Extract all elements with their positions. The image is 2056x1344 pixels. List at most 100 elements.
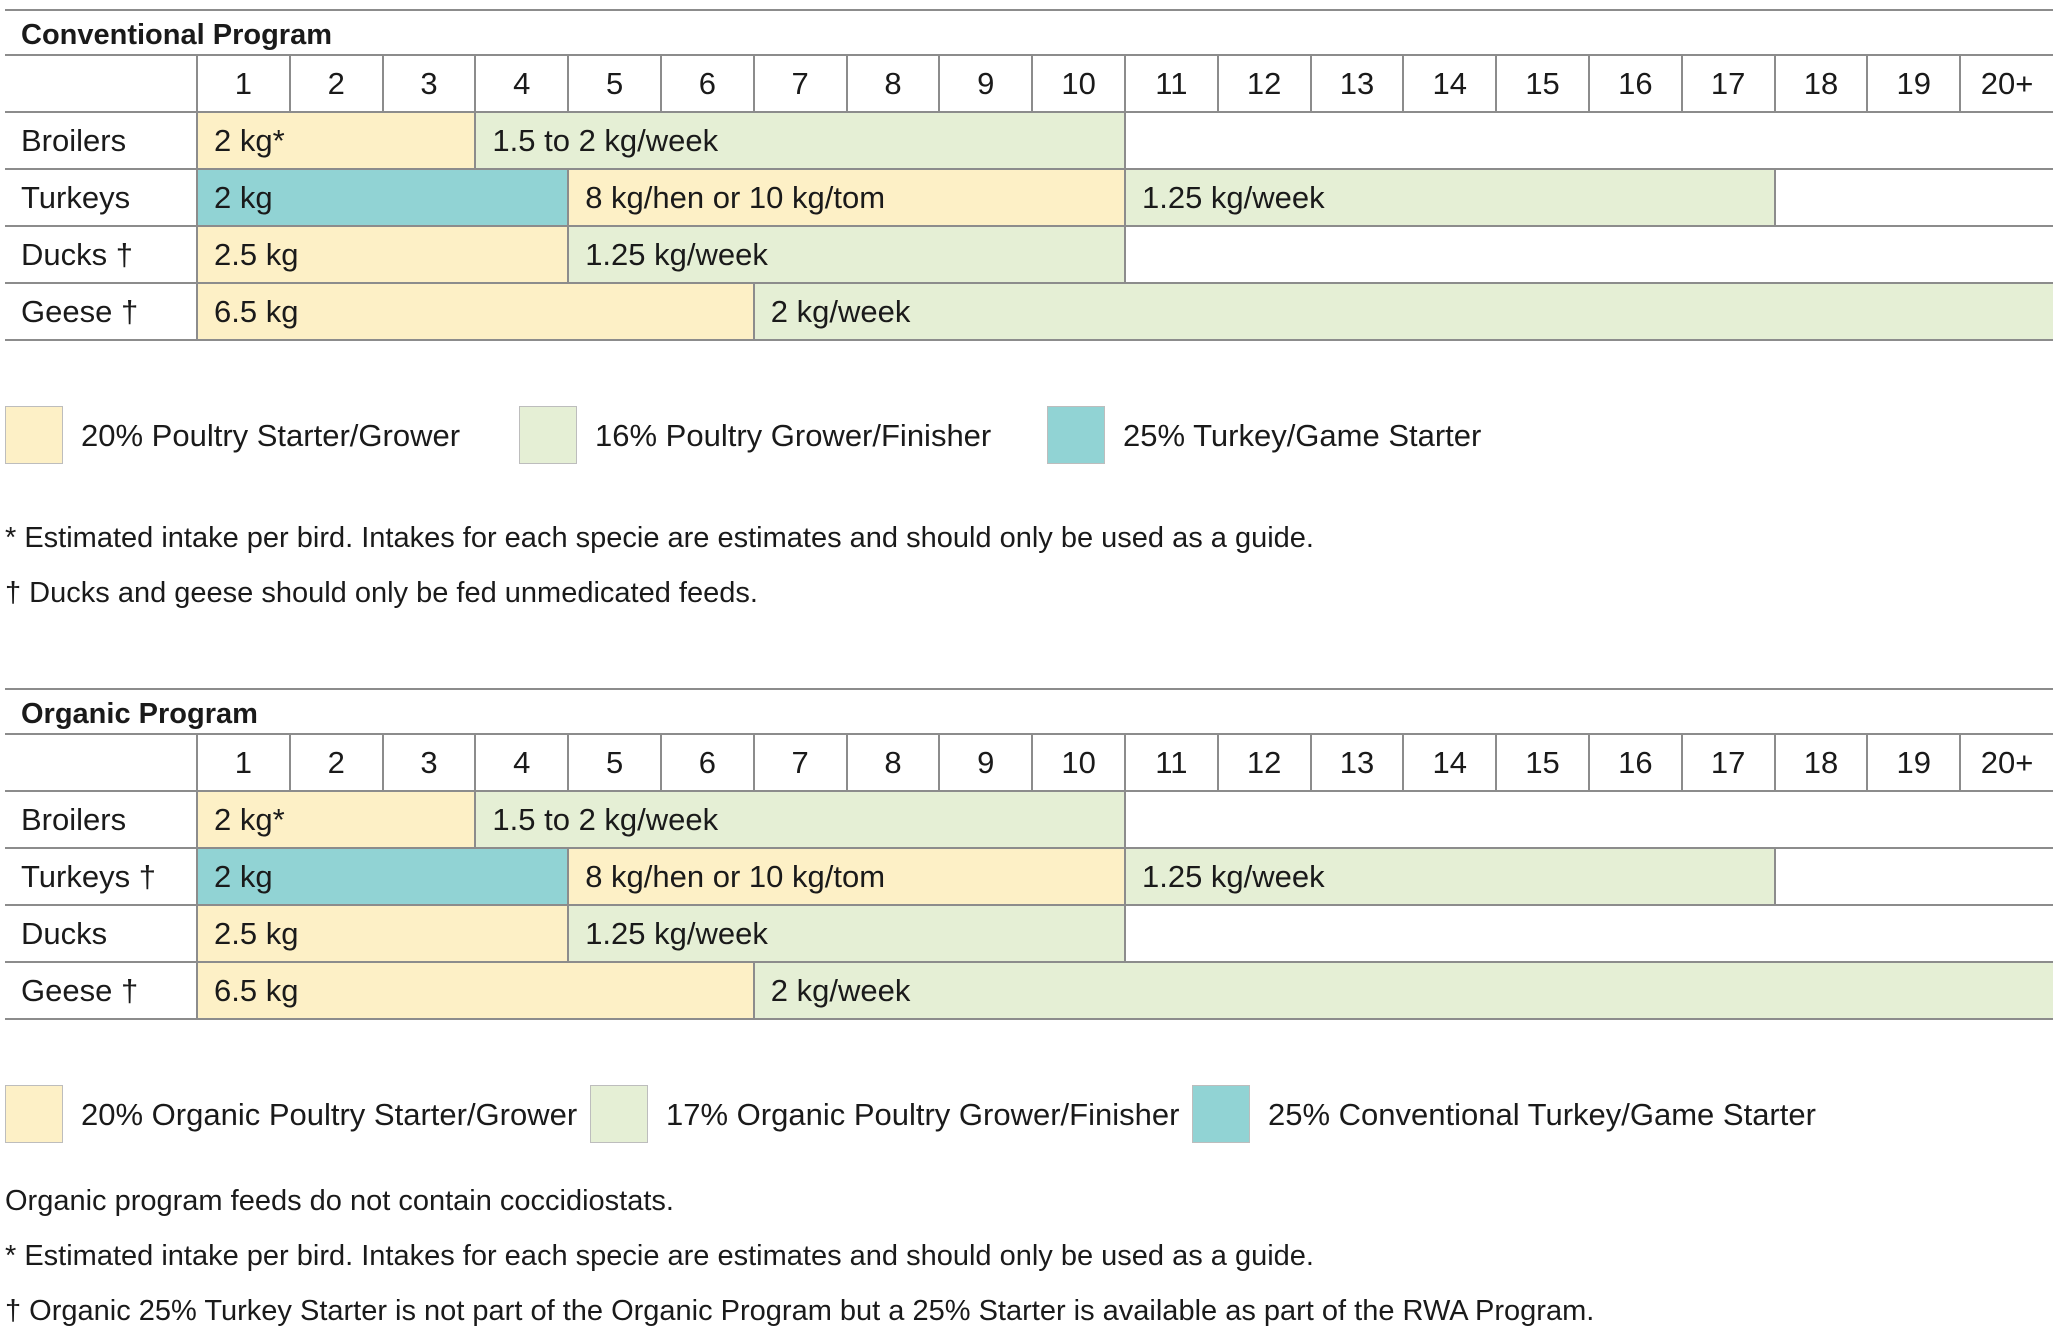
week-header: 3 <box>381 54 476 113</box>
starter-grower-bar: 8 kg/hen or 10 kg/tom <box>568 847 1126 906</box>
week-header: 1 <box>196 733 290 792</box>
week-header: 9 <box>938 54 1033 113</box>
row-label: Ducks † <box>5 225 198 284</box>
grower-finisher-bar: 1.5 to 2 kg/week <box>475 790 1126 849</box>
starter-grower-bar: 6.5 kg <box>197 961 755 1020</box>
starter-grower-bar: 2 kg* <box>197 790 477 849</box>
legend-swatch-green <box>590 1085 648 1143</box>
legend-label: 16% Poultry Grower/Finisher <box>595 418 992 453</box>
organic-schedule-table: 1 2 3 4 5 6 7 8 9 10 11 12 13 14 15 16 1… <box>5 733 2053 1020</box>
week-header: 12 <box>1216 54 1311 113</box>
row-label: Turkeys † <box>5 847 198 906</box>
empty-cell <box>1124 111 2053 170</box>
week-header: 11 <box>1123 733 1218 792</box>
week-header: 14 <box>1402 54 1497 113</box>
grower-finisher-bar: 1.25 kg/week <box>568 904 1126 963</box>
week-header: 2 <box>288 733 383 792</box>
grower-finisher-bar: 1.25 kg/week <box>1124 168 1776 227</box>
legend-label: 25% Conventional Turkey/Game Starter <box>1268 1097 1816 1132</box>
week-header: 14 <box>1402 733 1497 792</box>
row-label: Ducks <box>5 904 198 963</box>
week-header: 13 <box>1309 54 1404 113</box>
empty-cell <box>1124 225 2053 284</box>
week-header: 10 <box>1031 54 1125 113</box>
week-header: 19 <box>1866 54 1961 113</box>
empty-cell <box>1124 790 2053 849</box>
legend-swatch-yellow <box>5 1085 63 1143</box>
legend-swatch-yellow <box>5 406 63 464</box>
section-title: Organic Program <box>5 688 2053 733</box>
empty-cell <box>1774 847 2053 906</box>
week-header: 9 <box>938 733 1033 792</box>
turkey-game-starter-bar: 2 kg <box>197 168 570 227</box>
week-header: 13 <box>1309 733 1404 792</box>
week-header: 18 <box>1773 54 1868 113</box>
turkeys-row: Turkeys 2 kg 8 kg/hen or 10 kg/tom 1.25 … <box>5 168 2053 227</box>
empty-cell <box>1774 168 2053 227</box>
conventional-legend: 20% Poultry Starter/Grower 16% Poultry G… <box>5 406 2053 466</box>
legend-label: 17% Organic Poultry Grower/Finisher <box>666 1097 1180 1132</box>
legend-label: 25% Turkey/Game Starter <box>1123 418 1482 453</box>
starter-grower-bar: 2.5 kg <box>197 225 570 284</box>
week-header: 8 <box>845 54 940 113</box>
footnote: * Estimated intake per bird. Intakes for… <box>5 522 1314 554</box>
week-header: 20+ <box>1959 733 2053 792</box>
week-header: 16 <box>1587 733 1682 792</box>
week-header: 5 <box>567 54 661 113</box>
legend-swatch-green <box>519 406 577 464</box>
row-label: Geese † <box>5 282 198 341</box>
footnote: * Estimated intake per bird. Intakes for… <box>5 1240 1314 1272</box>
week-header: 6 <box>659 733 754 792</box>
conventional-program-section: Conventional Program 1 2 3 4 5 6 7 8 9 1… <box>5 9 2053 609</box>
row-label: Broilers <box>5 790 198 849</box>
week-header: 5 <box>567 733 661 792</box>
week-header: 4 <box>474 54 569 113</box>
week-header: 6 <box>659 54 754 113</box>
row-label: Geese † <box>5 961 198 1020</box>
week-header: 19 <box>1866 733 1961 792</box>
legend-swatch-teal <box>1192 1085 1250 1143</box>
footnote: Organic program feeds do not contain coc… <box>5 1185 674 1217</box>
grower-finisher-bar: 1.25 kg/week <box>1124 847 1776 906</box>
grower-finisher-bar: 2 kg/week <box>753 282 2053 341</box>
ducks-row: Ducks † 2.5 kg 1.25 kg/week <box>5 225 2053 284</box>
footnote: † Ducks and geese should only be fed unm… <box>5 577 758 609</box>
week-header-row: 1 2 3 4 5 6 7 8 9 10 11 12 13 14 15 16 1… <box>5 733 2053 792</box>
turkey-game-starter-bar: 2 kg <box>197 847 570 906</box>
broilers-row: Broilers 2 kg* 1.5 to 2 kg/week <box>5 111 2053 170</box>
turkeys-row: Turkeys † 2 kg 8 kg/hen or 10 kg/tom 1.2… <box>5 847 2053 906</box>
week-header: 15 <box>1495 54 1589 113</box>
organic-legend: 20% Organic Poultry Starter/Grower 17% O… <box>5 1085 2053 1145</box>
legend-label: 20% Organic Poultry Starter/Grower <box>81 1097 578 1132</box>
week-header: 12 <box>1216 733 1311 792</box>
week-header: 10 <box>1031 733 1125 792</box>
organic-program-section: Organic Program 1 2 3 4 5 6 7 8 9 10 11 … <box>5 688 2053 1344</box>
week-header: 18 <box>1773 733 1868 792</box>
week-header: 3 <box>381 733 476 792</box>
week-header: 20+ <box>1959 54 2053 113</box>
starter-grower-bar: 2.5 kg <box>197 904 570 963</box>
section-title: Conventional Program <box>5 9 2053 54</box>
header-corner <box>5 54 197 113</box>
grower-finisher-bar: 1.5 to 2 kg/week <box>475 111 1126 170</box>
week-header: 16 <box>1587 54 1682 113</box>
row-label: Turkeys <box>5 168 198 227</box>
week-header: 17 <box>1680 733 1775 792</box>
footnote: † Organic 25% Turkey Starter is not part… <box>5 1295 1595 1327</box>
week-header: 11 <box>1123 54 1218 113</box>
week-header: 1 <box>196 54 290 113</box>
ducks-row: Ducks 2.5 kg 1.25 kg/week <box>5 904 2053 963</box>
legend-swatch-teal <box>1047 406 1105 464</box>
conventional-schedule-table: 1 2 3 4 5 6 7 8 9 10 11 12 13 14 15 16 1… <box>5 54 2053 341</box>
starter-grower-bar: 8 kg/hen or 10 kg/tom <box>568 168 1126 227</box>
grower-finisher-bar: 1.25 kg/week <box>568 225 1126 284</box>
week-header: 4 <box>474 733 569 792</box>
week-header-row: 1 2 3 4 5 6 7 8 9 10 11 12 13 14 15 16 1… <box>5 54 2053 113</box>
starter-grower-bar: 6.5 kg <box>197 282 755 341</box>
grower-finisher-bar: 2 kg/week <box>753 961 2053 1020</box>
week-header: 2 <box>288 54 383 113</box>
week-header: 8 <box>845 733 940 792</box>
row-label: Broilers <box>5 111 198 170</box>
header-corner <box>5 733 197 792</box>
week-header: 17 <box>1680 54 1775 113</box>
